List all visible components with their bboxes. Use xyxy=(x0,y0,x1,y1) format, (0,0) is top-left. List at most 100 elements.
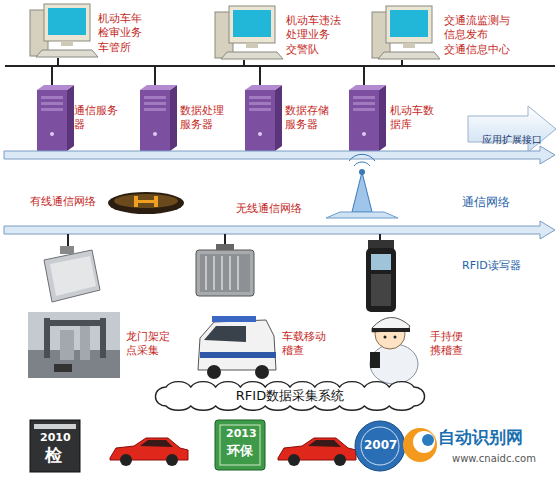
network-label: 有线通信网络 xyxy=(30,196,96,208)
vehicle-reader-icon xyxy=(229,256,231,290)
patrol-van-photo xyxy=(255,365,269,379)
gantry-photo xyxy=(60,330,74,360)
wireless-tower-icon xyxy=(354,162,370,166)
computers xyxy=(30,4,98,57)
wireless-tower-icon xyxy=(352,172,372,212)
police-cartoon xyxy=(370,317,418,384)
gantry-photo xyxy=(28,312,120,378)
handheld-reader-icon xyxy=(371,254,391,270)
app-bus xyxy=(363,66,365,86)
patrol-van-photo xyxy=(207,365,221,379)
reader-wires xyxy=(68,234,380,252)
vehicle-reader-icon xyxy=(213,256,215,290)
server-label: 通信服务 器 xyxy=(74,104,124,134)
servers xyxy=(140,85,177,151)
interface-label: 应用扩展接口 xyxy=(482,134,542,145)
wireless-tower-icon xyxy=(359,169,365,175)
police-cartoon xyxy=(372,328,410,332)
servers xyxy=(349,85,386,151)
patrol-van-photo xyxy=(198,316,276,379)
wireless-tower-icon xyxy=(326,154,398,218)
tax-sticker xyxy=(361,427,399,465)
collection-label: 手持便 携稽查 xyxy=(430,330,474,360)
drawing-part xyxy=(110,438,188,466)
collection-label: 龙门架定 点采集 xyxy=(126,330,178,360)
computer-label: 机动车年 检审业务 车管所 xyxy=(98,12,152,58)
app-bus xyxy=(243,60,245,66)
eco-sticker xyxy=(215,420,265,470)
app-bus xyxy=(259,66,261,86)
collection-label: 车载移动 稽查 xyxy=(282,330,334,360)
vehicle-reader-icon xyxy=(216,244,234,250)
gantry-photo xyxy=(80,326,90,360)
vehicle-reader-icon xyxy=(196,250,254,296)
handheld-reader-icon xyxy=(366,248,396,312)
node-text: 机动车年 检审业务 车管所 xyxy=(98,12,152,55)
section-label: 通信网络 xyxy=(462,196,510,209)
sticker-year: 2007 xyxy=(364,439,397,452)
cloud-outline xyxy=(155,382,424,411)
node-text: 机动车违法 处理业务 交警队 xyxy=(286,14,350,57)
inspection-sticker xyxy=(34,424,76,429)
patrol-van-photo xyxy=(198,320,276,370)
computers xyxy=(372,6,440,59)
sticker-text: 环保 xyxy=(227,444,253,458)
server-label: 数据存储 服务器 xyxy=(285,104,335,134)
wireless-tower-icon xyxy=(326,212,398,218)
site-logo xyxy=(422,434,434,446)
police-cartoon xyxy=(394,336,397,339)
network-bus xyxy=(4,146,555,164)
patrol-van-photo xyxy=(204,326,246,342)
site-logo xyxy=(403,428,437,462)
tax-sticker xyxy=(355,421,405,471)
fixed-reader-icon xyxy=(44,246,100,302)
tax-sticker xyxy=(355,421,405,471)
inspection-sticker xyxy=(30,420,80,472)
vehicle-reader-icon xyxy=(196,244,254,296)
app-bus xyxy=(5,65,555,67)
police-cartoon xyxy=(372,317,410,332)
police-cartoon xyxy=(370,344,418,384)
wireless-tower-icon xyxy=(349,154,375,161)
handheld-reader-icon xyxy=(366,240,396,312)
handheld-reader-icon xyxy=(371,274,391,306)
node-text: 车载移动 稽查 xyxy=(282,330,334,359)
gantry-photo xyxy=(54,364,72,372)
server-label: 机动车数 据库 xyxy=(390,104,440,134)
node-text: 数据存储 服务器 xyxy=(285,104,335,133)
node-text: 手持便 携稽查 xyxy=(430,330,474,359)
servers xyxy=(37,85,386,151)
vehicle-reader-icon xyxy=(237,256,239,290)
wired-network-icon xyxy=(114,194,178,208)
sticker-text: 检 xyxy=(45,446,62,465)
police-cartoon xyxy=(370,352,380,368)
computer-label: 交通流监测与 信息发布 交通信息中心 xyxy=(444,14,520,60)
app-bus xyxy=(401,60,403,66)
fixed-reader-icon xyxy=(60,246,74,254)
vehicle-reader-icon xyxy=(221,256,223,290)
computers xyxy=(215,6,283,59)
servers xyxy=(245,85,282,151)
app-bus xyxy=(57,58,59,66)
fixed-reader-icon xyxy=(44,250,100,302)
police-cartoon xyxy=(384,336,387,339)
eco-sticker xyxy=(215,420,265,470)
fixed-reader-icon xyxy=(50,256,96,296)
app-bus xyxy=(154,66,156,86)
node-text: 龙门架定 点采集 xyxy=(126,330,178,359)
extension-arrow xyxy=(468,106,556,152)
section-label: RFID读写器 xyxy=(462,260,521,272)
watermark: 自动识别网 xyxy=(438,428,523,447)
app-bus xyxy=(51,66,53,86)
site-logo xyxy=(403,428,437,462)
vehicle-reader-icon xyxy=(205,256,207,290)
cloud-title: RFID数据采集系统 xyxy=(236,388,344,405)
sticker-year: 2013 xyxy=(226,428,257,440)
servers xyxy=(37,85,74,151)
site-logo xyxy=(413,431,435,453)
node-text: 通信服务 器 xyxy=(74,104,124,133)
wired-network-icon xyxy=(108,192,184,214)
